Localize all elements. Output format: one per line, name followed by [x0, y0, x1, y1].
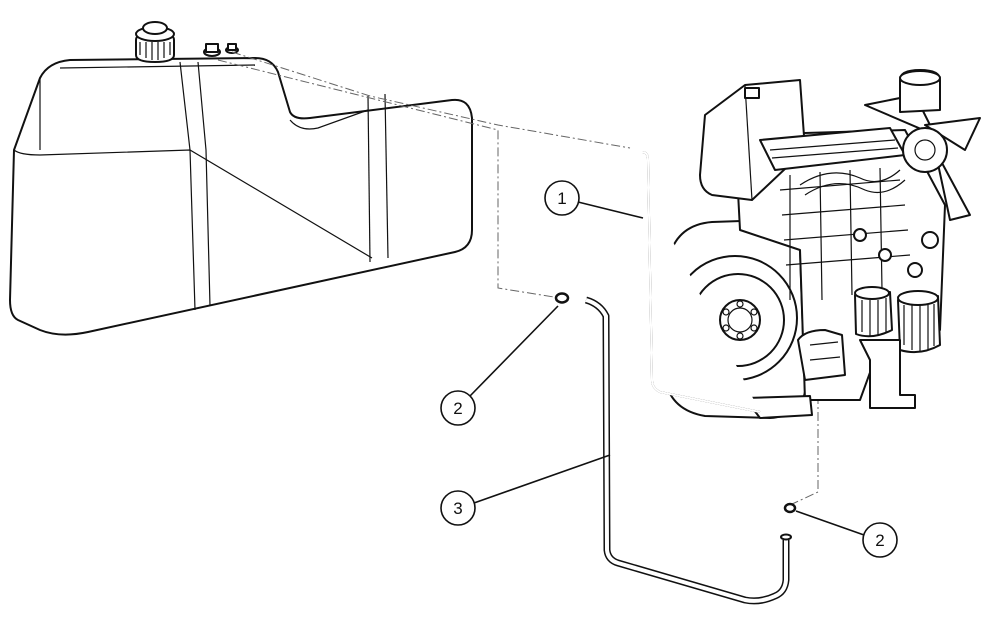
oil-filter	[897, 290, 941, 354]
hose-clamp-lower	[783, 502, 797, 514]
engine	[664, 69, 981, 419]
fuel-tank	[9, 21, 473, 336]
callout-2-upper-label: 2	[453, 399, 462, 418]
callout-2-upper: 2	[440, 305, 559, 426]
callout-3-label: 3	[453, 499, 462, 518]
fuel-line-3	[584, 296, 792, 605]
callout-3: 3	[440, 454, 611, 526]
tank-filler-cap	[135, 21, 175, 63]
callout-2-lower-label: 2	[875, 531, 884, 550]
engine-fan	[864, 69, 981, 221]
assembly-center-lines	[217, 51, 819, 506]
hose-clamp-upper	[554, 292, 570, 304]
fuel-filter	[854, 286, 893, 338]
tank-fittings	[203, 43, 239, 57]
fuel-line-1	[627, 151, 761, 413]
callout-2-lower: 2	[795, 510, 898, 558]
callout-1: 1	[544, 180, 644, 219]
callout-1-label: 1	[557, 189, 566, 208]
flywheel-bolts	[722, 300, 758, 340]
